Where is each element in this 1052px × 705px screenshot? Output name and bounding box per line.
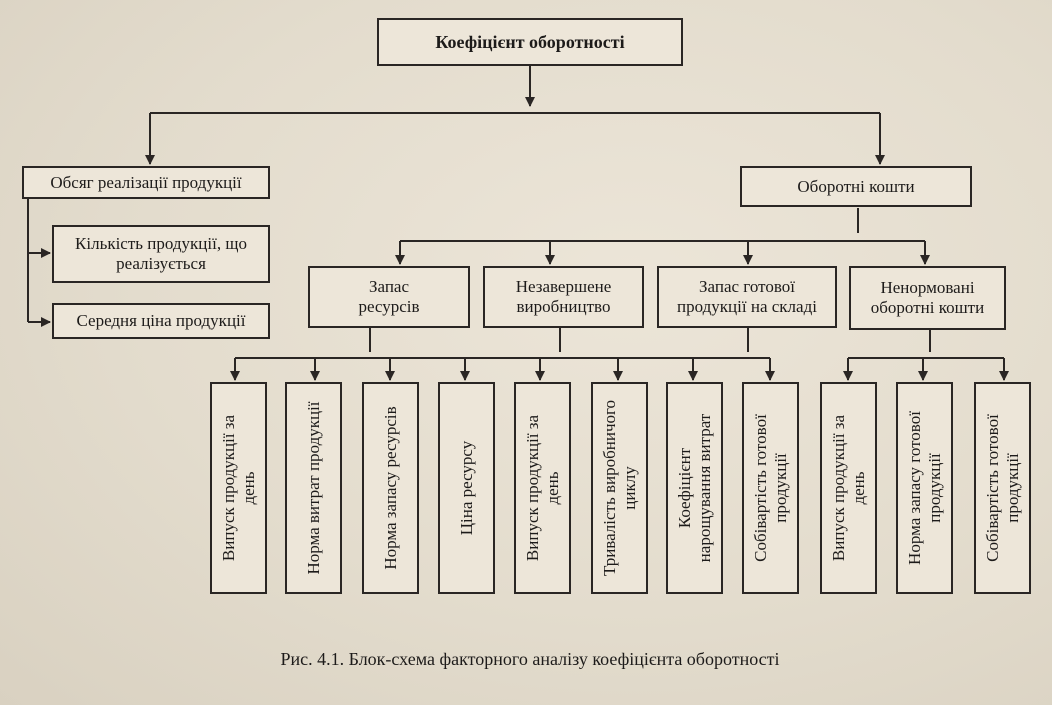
average-price-box: Середня ціна продукції — [52, 303, 270, 339]
factor-finished-goods-cost-2: Собівартість готової продукції — [974, 382, 1031, 594]
factor-production-cycle-label: Тривалість виробничого циклу — [599, 399, 639, 577]
factor-resource-price: Ціна ресурсу — [438, 382, 495, 594]
root-box: Коефіцієнт оборотності — [377, 18, 683, 66]
root-label: Коефіцієнт оборотності — [435, 32, 625, 52]
non-normalized-capital-label: Ненормовані оборотні кошти — [870, 278, 985, 317]
working-capital-box: Оборотні кошти — [740, 166, 972, 207]
sales-volume-label: Обсяг реалізації продукції — [50, 172, 242, 192]
factor-finished-goods-stock-norm-label: Норма запасу готової продукції — [904, 411, 944, 565]
factor-resource-stock-norm-label: Норма запасу ресурсів — [380, 406, 400, 570]
finished-goods-stock-box: Запас готової продукції на складі — [657, 266, 837, 328]
work-in-progress-box: Незавершене виробництво — [483, 266, 644, 328]
factor-daily-output-3-label: Випуск продукції за день — [828, 414, 868, 562]
factor-cost-growth-coefficient-label: Коефіцієнт нарощування витрат — [674, 413, 714, 563]
average-price-label: Середня ціна продукції — [76, 311, 246, 330]
work-in-progress-label: Незавершене виробництво — [515, 277, 612, 316]
factor-daily-output-1: Випуск продукції за день — [210, 382, 267, 594]
factor-finished-goods-cost-2-label: Собівартість готової продукції — [982, 414, 1022, 562]
resource-stock-label: Запас ресурсів — [358, 277, 420, 316]
factor-resource-price-label: Ціна ресурсу — [456, 440, 476, 536]
resource-stock-box: Запас ресурсів — [308, 266, 470, 328]
factor-cost-growth-coefficient: Коефіцієнт нарощування витрат — [666, 382, 723, 594]
working-capital-label: Оборотні кошти — [797, 176, 915, 196]
finished-goods-stock-label: Запас готової продукції на складі — [677, 277, 817, 316]
sales-volume-box: Обсяг реалізації продукції — [22, 166, 270, 199]
quantity-sold-label: Кількість продукції, що реалізується — [75, 234, 247, 273]
factor-finished-goods-stock-norm: Норма запасу готової продукції — [896, 382, 953, 594]
factor-resource-stock-norm: Норма запасу ресурсів — [362, 382, 419, 594]
quantity-sold-box: Кількість продукції, що реалізується — [52, 225, 270, 283]
factor-daily-output-2: Випуск продукції за день — [514, 382, 571, 594]
factor-consumption-norm-label: Норма витрат продукції — [303, 401, 323, 575]
factor-daily-output-3: Випуск продукції за день — [820, 382, 877, 594]
factor-production-cycle: Тривалість виробничого циклу — [591, 382, 648, 594]
factor-daily-output-1-label: Випуск продукції за день — [218, 414, 258, 562]
non-normalized-capital-box: Ненормовані оборотні кошти — [849, 266, 1006, 330]
factor-finished-goods-cost-1-label: Собівартість готової продукції — [750, 414, 790, 562]
factor-daily-output-2-label: Випуск продукції за день — [522, 414, 562, 562]
factor-consumption-norm: Норма витрат продукції — [285, 382, 342, 594]
figure-caption: Рис. 4.1. Блок-схема факторного аналізу … — [280, 649, 780, 669]
factor-finished-goods-cost-1: Собівартість готової продукції — [742, 382, 799, 594]
